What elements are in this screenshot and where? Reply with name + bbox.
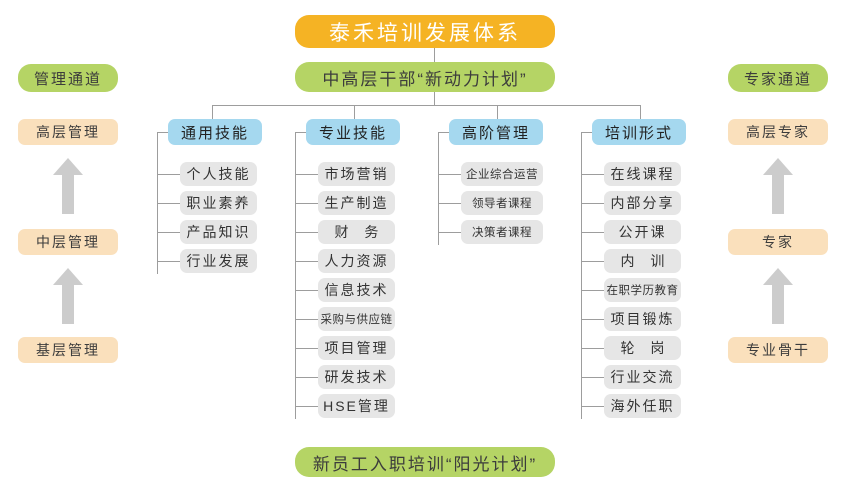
stub-general-skills-1 bbox=[157, 174, 180, 175]
stub-professional-skills-9 bbox=[295, 406, 318, 407]
list-item[interactable]: 企业综合运营 bbox=[461, 162, 543, 186]
bottom-banner-title: 新员工入职培训“阳光计划” bbox=[295, 447, 555, 477]
stub-advanced-management-2 bbox=[438, 203, 461, 204]
list-item[interactable]: 个人技能 bbox=[180, 162, 257, 186]
list-item[interactable]: 内 训 bbox=[604, 249, 681, 273]
spine-training-forms bbox=[581, 132, 582, 419]
stub-professional-skills-8 bbox=[295, 377, 318, 378]
right-track-title[interactable]: 专家通道 bbox=[728, 64, 828, 92]
stub-advanced-management-1 bbox=[438, 174, 461, 175]
stub-header-advanced-management bbox=[438, 132, 449, 133]
connector-bus-horizontal bbox=[212, 105, 640, 106]
left-track-level-3[interactable]: 基层管理 bbox=[18, 337, 118, 363]
stub-advanced-management-3 bbox=[438, 232, 461, 233]
stub-professional-skills-6 bbox=[295, 319, 318, 320]
stub-header-training-forms bbox=[581, 132, 592, 133]
list-item[interactable]: 市场营销 bbox=[318, 162, 395, 186]
list-item[interactable]: 信息技术 bbox=[318, 278, 395, 302]
list-item[interactable]: 采购与供应链 bbox=[318, 307, 395, 331]
stub-professional-skills-2 bbox=[295, 203, 318, 204]
stub-training-forms-9 bbox=[581, 406, 604, 407]
list-item[interactable]: 决策者课程 bbox=[461, 220, 543, 244]
connector-drop-col-4 bbox=[640, 105, 641, 119]
stub-training-forms-3 bbox=[581, 232, 604, 233]
list-item[interactable]: 研发技术 bbox=[318, 365, 395, 389]
stub-training-forms-6 bbox=[581, 319, 604, 320]
spine-advanced-management bbox=[438, 132, 439, 245]
list-item[interactable]: 轮 岗 bbox=[604, 336, 681, 360]
up-arrow-icon bbox=[52, 158, 84, 214]
second-banner-title: 中高层干部“新动力计划” bbox=[295, 62, 555, 92]
connector-green-to-bus bbox=[434, 92, 435, 106]
list-item[interactable]: 财 务 bbox=[318, 220, 395, 244]
list-item[interactable]: 在职学历教育 bbox=[604, 278, 681, 302]
top-banner-title: 泰禾培训发展体系 bbox=[295, 15, 555, 48]
up-arrow-icon bbox=[762, 158, 794, 214]
stub-professional-skills-1 bbox=[295, 174, 318, 175]
list-item[interactable]: 行业发展 bbox=[180, 249, 257, 273]
list-item[interactable]: 在线课程 bbox=[604, 162, 681, 186]
left-track-level-2[interactable]: 中层管理 bbox=[18, 229, 118, 255]
connector-drop-col-3 bbox=[497, 105, 498, 119]
stub-header-general-skills bbox=[157, 132, 168, 133]
list-item[interactable]: 内部分享 bbox=[604, 191, 681, 215]
left-track-level-1[interactable]: 高层管理 bbox=[18, 119, 118, 145]
right-track-level-1[interactable]: 高层专家 bbox=[728, 119, 828, 145]
stub-header-professional-skills bbox=[295, 132, 306, 133]
list-item[interactable]: 产品知识 bbox=[180, 220, 257, 244]
list-item[interactable]: 人力资源 bbox=[318, 249, 395, 273]
stub-general-skills-2 bbox=[157, 203, 180, 204]
connector-orange-to-green bbox=[434, 48, 435, 62]
list-item[interactable]: 领导者课程 bbox=[461, 191, 543, 215]
stub-professional-skills-4 bbox=[295, 261, 318, 262]
connector-drop-col-1 bbox=[212, 105, 213, 119]
right-track-level-3[interactable]: 专业骨干 bbox=[728, 337, 828, 363]
stub-training-forms-2 bbox=[581, 203, 604, 204]
connector-drop-col-2 bbox=[354, 105, 355, 119]
stub-training-forms-1 bbox=[581, 174, 604, 175]
stub-training-forms-7 bbox=[581, 348, 604, 349]
up-arrow-icon bbox=[52, 268, 84, 324]
stub-professional-skills-5 bbox=[295, 290, 318, 291]
stub-general-skills-4 bbox=[157, 261, 180, 262]
column-header-general-skills[interactable]: 通用技能 bbox=[168, 119, 262, 145]
stub-training-forms-4 bbox=[581, 261, 604, 262]
list-item[interactable]: 项目锻炼 bbox=[604, 307, 681, 331]
list-item[interactable]: 项目管理 bbox=[318, 336, 395, 360]
stub-professional-skills-3 bbox=[295, 232, 318, 233]
stub-training-forms-5 bbox=[581, 290, 604, 291]
spine-professional-skills bbox=[295, 132, 296, 419]
stub-professional-skills-7 bbox=[295, 348, 318, 349]
column-header-advanced-management[interactable]: 高阶管理 bbox=[449, 119, 543, 145]
column-header-training-forms[interactable]: 培训形式 bbox=[592, 119, 686, 145]
left-track-title[interactable]: 管理通道 bbox=[18, 64, 118, 92]
list-item[interactable]: 公开课 bbox=[604, 220, 681, 244]
column-header-professional-skills[interactable]: 专业技能 bbox=[306, 119, 400, 145]
list-item[interactable]: 职业素养 bbox=[180, 191, 257, 215]
stub-general-skills-3 bbox=[157, 232, 180, 233]
list-item[interactable]: HSE管理 bbox=[318, 394, 395, 418]
list-item[interactable]: 海外任职 bbox=[604, 394, 681, 418]
up-arrow-icon bbox=[762, 268, 794, 324]
list-item[interactable]: 生产制造 bbox=[318, 191, 395, 215]
right-track-level-2[interactable]: 专家 bbox=[728, 229, 828, 255]
stub-training-forms-8 bbox=[581, 377, 604, 378]
list-item[interactable]: 行业交流 bbox=[604, 365, 681, 389]
